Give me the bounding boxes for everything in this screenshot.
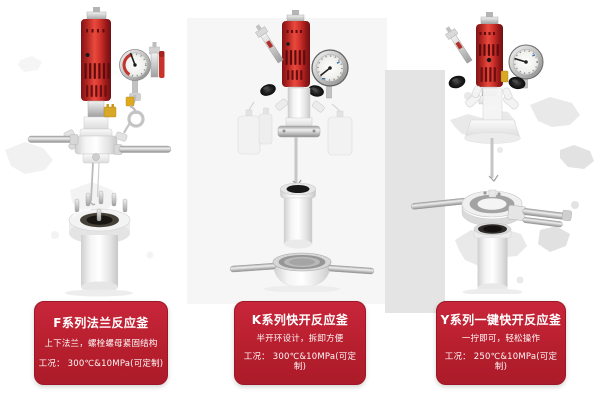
- motor-vent-dots: [286, 30, 302, 33]
- vessel-sleeve: [280, 182, 316, 249]
- pressure-gauge-icon: [508, 44, 544, 89]
- product-feature: 半开环设计，拆卸方便: [256, 334, 344, 345]
- map-band: [385, 70, 445, 313]
- product-image-f-series-reactor: [27, 7, 172, 297]
- motor-vent-dots: [479, 32, 495, 35]
- glass-head: [464, 85, 521, 144]
- stirrer-shaft: [292, 137, 302, 186]
- sampling-valve: [255, 24, 284, 64]
- product-card-f-series[interactable]: F系列法兰反应釜 上下法兰，螺栓螺母紧固结构 工况： 300℃&10MPa(可定…: [34, 301, 168, 385]
- pan-handle-right: [327, 265, 375, 275]
- sampling-valve: [445, 26, 473, 64]
- valve-knobs: [448, 75, 526, 90]
- product-spec: 工况： 250℃&10MPa(可定制): [444, 351, 558, 372]
- motor-screw: [286, 42, 290, 46]
- thermocouple-connector: [500, 70, 509, 83]
- motor-vent-slots: [84, 63, 110, 97]
- product-spec: 工况： 300℃&10MPa(可定制): [38, 359, 164, 370]
- motor-screw: [486, 57, 492, 63]
- stirrer-motor: [81, 7, 111, 101]
- quick-open-clamp-ring: [410, 189, 572, 228]
- shadow: [65, 289, 133, 297]
- handle-bars: [27, 134, 172, 155]
- clamp-handle-left: [410, 197, 468, 210]
- motor-vent-slots: [479, 44, 499, 82]
- product-feature: 一拧即可，轻松操作: [461, 334, 541, 345]
- flange-disc: [277, 125, 321, 138]
- flange-studs: [74, 190, 128, 213]
- reactor-head: [63, 128, 128, 164]
- pan-handle-left: [229, 263, 277, 273]
- valve-knobs: [260, 84, 324, 97]
- product-image-k-series-reactor: [229, 10, 375, 292]
- product-name: K系列快开反应釜: [251, 313, 349, 328]
- relief-valve: [149, 42, 165, 78]
- product-card-k-series[interactable]: K系列快开反应釜 半开环设计，拆卸方便 工况： 300℃&10MPa(可定制): [234, 301, 366, 385]
- pressure-gauge-icon: [119, 49, 151, 101]
- thermocouple-connector: [103, 104, 117, 118]
- map-continents-left: [5, 56, 154, 259]
- stirrer-shaft: [89, 162, 100, 206]
- stirrer-motor: [476, 12, 509, 87]
- reactor-head: [275, 87, 325, 138]
- quick-open-pan: [229, 252, 375, 292]
- motor-screw: [85, 53, 90, 57]
- stirrer-shaft: [488, 138, 499, 182]
- shadow: [462, 288, 523, 294]
- tubing-coil: [123, 94, 145, 134]
- counterweights: [237, 101, 353, 156]
- product-image-y-series-reactor: [410, 12, 572, 294]
- pressure-gauge-icon: [311, 49, 349, 99]
- motor-coupling: [83, 100, 109, 130]
- product-card-y-series[interactable]: Y系列一键快开反应釜 一拧即可，轻松操作 工况： 250℃&10MPa(可定制): [436, 301, 566, 385]
- motor-vent-dots: [86, 29, 105, 33]
- stirrer-motor: [282, 10, 310, 98]
- product-feature: 上下法兰，螺栓螺母紧固结构: [44, 339, 158, 350]
- reactor-vessel: [462, 222, 523, 294]
- reactor-vessel: [65, 190, 133, 297]
- product-spec: 工况： 300℃&10MPa(可定制): [243, 351, 357, 372]
- motor-vent-slots: [285, 50, 306, 80]
- product-name: Y系列一键快开反应釜: [440, 313, 562, 328]
- product-name: F系列法兰反应釜: [53, 315, 149, 330]
- shadow: [264, 285, 340, 292]
